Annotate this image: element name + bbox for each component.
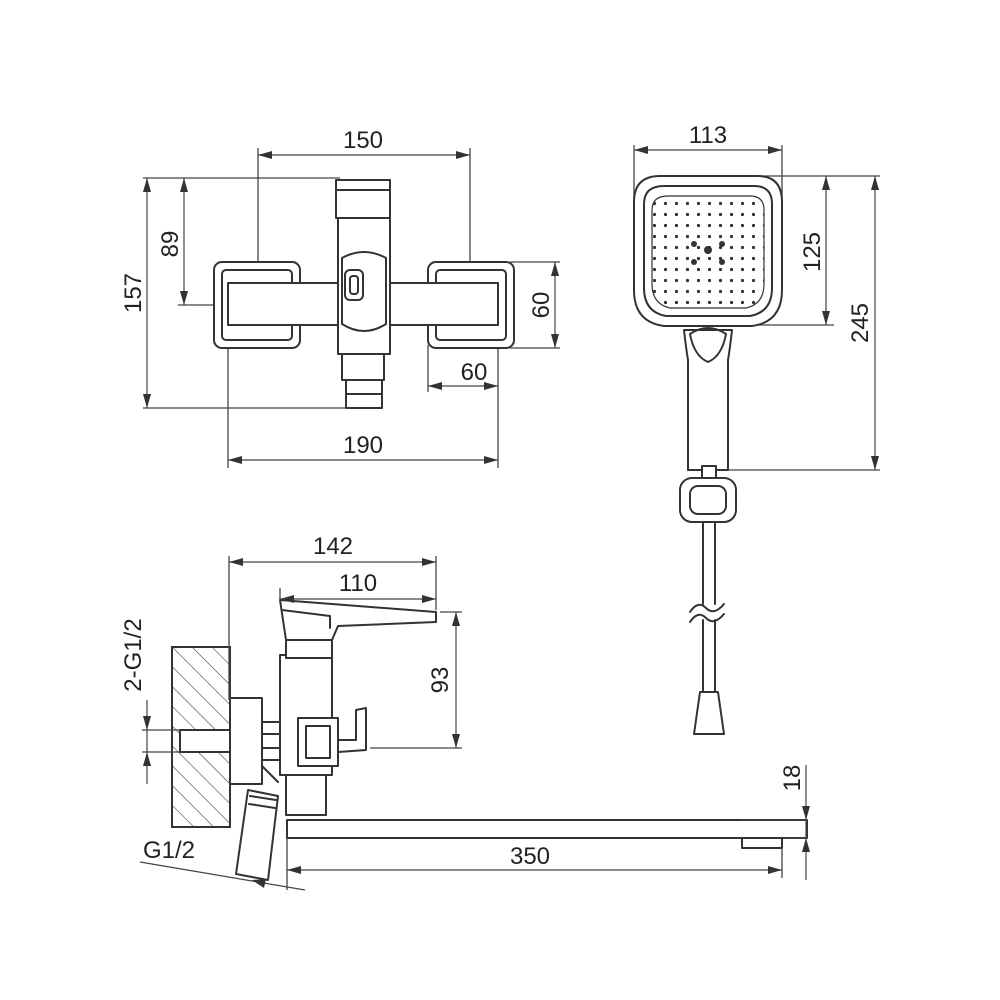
dim-lines-shower [634,146,879,470]
dim-label-150: 150 [343,127,383,154]
dim-lines-front [143,151,559,464]
dim-label-60-vertical: 60 [528,292,555,319]
dim-label-89: 89 [157,231,184,258]
dim-label-113: 113 [689,122,727,149]
dim-label-190: 190 [343,432,383,459]
dim-label-350: 350 [510,843,550,870]
dim-label-18: 18 [779,765,806,792]
mixer-side-view [171,599,808,881]
dim-label-93: 93 [427,667,454,694]
dim-lines-side [139,556,810,891]
dim-label-245: 245 [847,303,874,343]
dim-label-157: 157 [120,273,147,313]
dim-label-142: 142 [313,533,353,560]
dim-label-outlet-thread: G1/2 [143,837,195,864]
dim-label-110: 110 [339,570,377,597]
shower-head-view [633,145,880,735]
dim-label-inlet-thread: 2-G1/2 [120,618,147,691]
dim-label-60-horizontal: 60 [461,359,488,386]
dim-label-125: 125 [799,232,826,272]
mixer-front-view [143,148,560,468]
